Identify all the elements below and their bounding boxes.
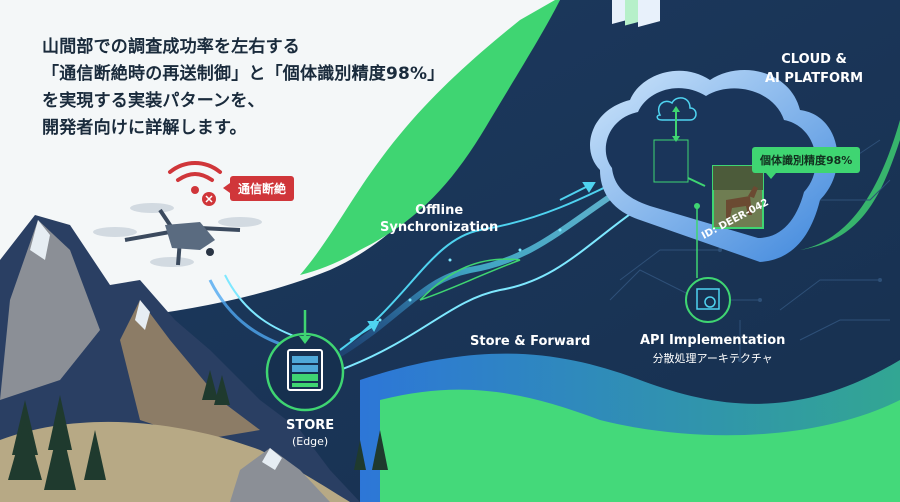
storage-battery-icon xyxy=(265,310,345,412)
store-forward-label: Store & Forward xyxy=(470,334,591,349)
store-subtitle: (Edge) xyxy=(291,435,329,448)
cloud-platform-title: CLOUD & AI PLATFORM xyxy=(765,50,863,88)
store-title: STORE xyxy=(286,418,335,433)
headline-line: 「通信断絶時の再送制御」と「個体識別精度98%」 xyxy=(42,64,445,84)
drone-icon xyxy=(93,203,262,267)
api-subtitle: 分散処理アーキテクチャ xyxy=(652,352,773,365)
headline-line: 開発者向けに詳解します。 xyxy=(42,118,247,138)
cloud-title-line1: CLOUD & xyxy=(781,52,847,67)
offline-label-line2: Synchronization xyxy=(380,220,499,235)
document-stack-icon xyxy=(612,0,660,28)
headline-line: を実現する実装パターンを、 xyxy=(42,91,265,111)
api-title: API Implementation xyxy=(640,333,786,348)
edge-store-label: STORE (Edge) xyxy=(286,418,334,450)
deer-photo xyxy=(712,165,764,229)
api-implementation-label: API Implementation 分散処理アーキテクチャ xyxy=(640,332,785,368)
cloud-sync-icon xyxy=(656,97,697,121)
headline-line: 山間部での調査成功率を左右する xyxy=(42,37,300,57)
offline-sync-label: Offline Synchronization xyxy=(380,202,498,236)
offline-label-line1: Offline xyxy=(415,203,464,218)
connection-lost-badge: 通信断絶 xyxy=(222,176,295,201)
accuracy-badge: 個体識別精度98% xyxy=(752,147,861,179)
wifi-off-icon xyxy=(168,161,222,182)
gear-window-icon xyxy=(685,277,731,323)
headline: 山間部での調査成功率を左右する 「通信断絶時の再送制御」と「個体識別精度98%」… xyxy=(42,34,445,142)
cloud-title-line2: AI PLATFORM xyxy=(765,71,864,86)
